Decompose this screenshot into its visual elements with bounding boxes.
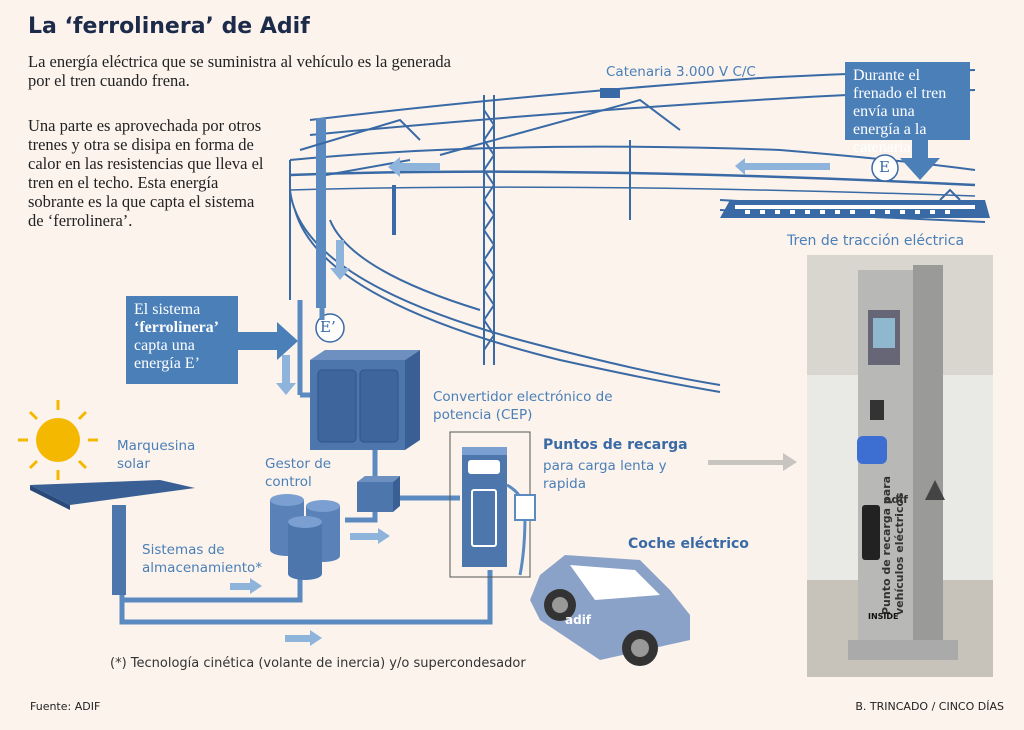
charge-points-subtitle: para carga lenta y rapida: [543, 458, 667, 492]
braking-callout: Durante el frenado el tren envía una ene…: [845, 62, 970, 156]
callout-post: capta una energía E’: [134, 337, 200, 372]
source-text: Fuente: ADIF: [30, 700, 101, 713]
electric-train: [720, 188, 990, 218]
charging-station: [449, 431, 536, 578]
solar-canopy: [30, 480, 195, 595]
energy-flow-arrows: [230, 157, 830, 646]
energy-e-circle: [871, 154, 899, 182]
capture-arrow: [237, 322, 298, 360]
braking-arrow: [900, 140, 940, 180]
energy-e-label: E: [879, 158, 890, 176]
converter-label: Convertidor electrónico de potencia (CEP…: [433, 389, 613, 423]
energy-e-prime-circle: [315, 313, 345, 343]
photo-station-text: Punto de recarga para vehículos eléctric…: [880, 475, 906, 615]
solar-label: Marquesina solar: [117, 438, 196, 472]
catenary-pole-2: [439, 88, 681, 365]
sun-icon: [18, 400, 98, 480]
charging-station-photo: [807, 255, 993, 677]
storage-label: Sistemas de almacenamiento*: [142, 542, 263, 576]
photo-brand-text: adif: [884, 493, 908, 506]
car-brand-text: adif: [565, 613, 592, 627]
photo-pointer-arrow: [708, 453, 797, 471]
energy-e-prime-label: E’: [320, 318, 336, 336]
intro-text: La energía eléctrica que se suministra a…: [28, 52, 451, 90]
catenary-label: Catenaria 3.000 V C/C: [606, 64, 756, 80]
page-title: La ‘ferrolinera’ de Adif: [28, 14, 310, 39]
explanation-text: Una parte es aprovechada por otros trene…: [28, 116, 264, 230]
electric-car: [530, 555, 690, 666]
storage-cylinders: [270, 494, 340, 580]
train-label: Tren de tracción eléctrica: [787, 233, 965, 249]
callout-bold: ‘ferrolinera’: [134, 319, 219, 336]
ferrolinera-callout: El sistema ‘ferrolinera’ capta una energ…: [126, 296, 238, 384]
car-label: Coche eléctrico: [628, 536, 749, 552]
credit-text: B. TRINCADO / CINCO DÍAS: [855, 700, 1004, 713]
charge-points-title: Puntos de recarga: [543, 437, 688, 453]
callout-pre: El sistema: [134, 301, 201, 318]
photo-logo-text: INSIDE: [868, 612, 899, 621]
control-label: Gestor de control: [265, 456, 332, 490]
footnote: (*) Tecnología cinética (volante de iner…: [110, 656, 526, 671]
power-converter-cabinet: [310, 350, 420, 450]
control-box: [357, 476, 400, 512]
